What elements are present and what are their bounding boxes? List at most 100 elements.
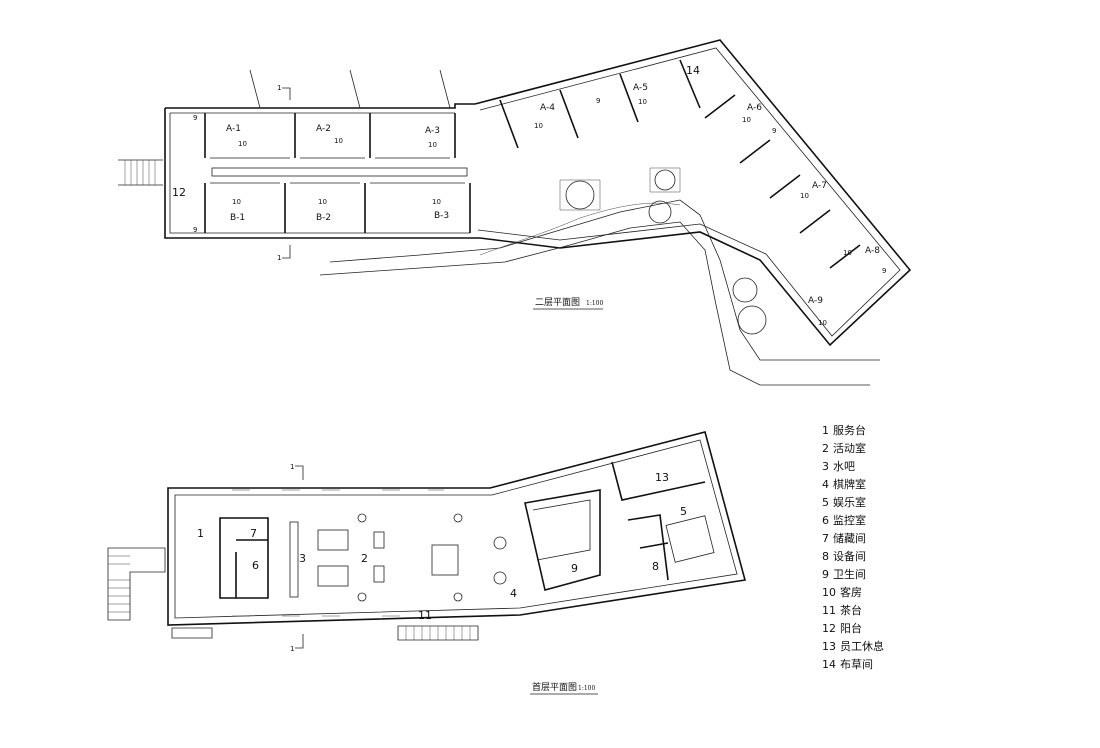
area-number-balcony: 12 [172, 186, 186, 199]
room-label-a8: A-8 [865, 246, 880, 256]
tea-terrace-steps [397, 625, 479, 641]
legend-item-name: 阳台 [840, 622, 862, 635]
legend-item-number: 9 [822, 568, 829, 581]
room-number-guest: 10 [432, 198, 441, 206]
card-table [493, 536, 507, 550]
legend-item: 4 棋牌室 [822, 476, 884, 494]
lounge-set [431, 544, 459, 576]
room-label-a3: A-3 [425, 126, 440, 136]
room-number-guest: 10 [742, 116, 751, 124]
room-label-a6: A-6 [747, 103, 762, 113]
legend-item-number: 10 [822, 586, 836, 599]
legend-item-number: 13 [822, 640, 836, 653]
legend-item: 11 茶台 [822, 602, 884, 620]
legend-item-number: 8 [822, 550, 829, 563]
room-label-a9: A-9 [808, 296, 823, 306]
table [317, 565, 349, 587]
room-number-bath: 9 [193, 114, 197, 122]
legend-item-number: 7 [822, 532, 829, 545]
legend-item-number: 3 [822, 460, 829, 473]
legend-item: 5 娱乐室 [822, 494, 884, 512]
room-number-bath: 9 [596, 97, 600, 105]
legend-item-number: 5 [822, 496, 829, 509]
room-number-guest: 10 [334, 137, 343, 145]
legend-item-name: 设备间 [833, 550, 866, 563]
legend-item-name: 茶台 [840, 604, 862, 617]
entertainment-platform [665, 515, 715, 563]
legend-item-name: 服务台 [833, 424, 866, 437]
legend-item: 1 服务台 [822, 422, 884, 440]
section-marker-upper-north: 1 [277, 84, 291, 100]
legend-item-number: 12 [822, 622, 836, 635]
legend-item: 7 储藏间 [822, 530, 884, 548]
legend-item-name: 水吧 [833, 460, 855, 473]
zone-number-staff-lounge: 13 [655, 471, 669, 484]
sofa [373, 531, 385, 549]
legend-item-name: 客房 [840, 586, 862, 599]
zone-number-entertainment-room: 5 [680, 505, 687, 518]
room-number-guest: 10 [238, 140, 247, 148]
legend-item-name: 娱乐室 [833, 496, 866, 509]
legend-item-name: 储藏间 [833, 532, 866, 545]
legend-item-name: 活动室 [833, 442, 866, 455]
section-marker-ground-south: 1 [290, 634, 304, 653]
legend-item: 2 活动室 [822, 440, 884, 458]
room-label-b1: B-1 [230, 213, 245, 223]
second-floor-plan: 1 1 A-1 A-2 A-3 A-4 A-5 A-6 A-7 A-8 A-9 … [118, 39, 912, 386]
room-label-b3: B-3 [434, 211, 449, 221]
room-number-bath: 9 [882, 267, 886, 275]
zone-number-water-bar: 3 [299, 552, 306, 565]
room-number-guest: 10 [818, 319, 827, 327]
legend-item-number: 2 [822, 442, 829, 455]
legend-item: 14 布草间 [822, 656, 884, 674]
room-number-guest: 10 [232, 198, 241, 206]
corridor-strip [211, 167, 468, 177]
ground-floor-plan: 1 1 1 2 3 4 5 6 7 8 9 11 13 首层平面图 1:100 [107, 431, 747, 695]
legend-item-name: 卫生间 [833, 568, 866, 581]
section-mark-label: 1 [290, 645, 294, 653]
zone-number-tea-table: 11 [418, 609, 432, 622]
legend-item-number: 4 [822, 478, 829, 491]
legend-item-number: 1 [822, 424, 829, 437]
room-number-bath: 9 [772, 127, 776, 135]
section-mark-label: 1 [290, 463, 294, 471]
ground-floor-scale: 1:100 [578, 685, 595, 692]
room-number-guest: 10 [800, 192, 809, 200]
room-number-guest: 10 [638, 98, 647, 106]
room-number-bath: 9 [193, 226, 197, 234]
legend-item-name: 棋牌室 [833, 478, 866, 491]
legend-item-number: 6 [822, 514, 829, 527]
section-mark-label: 1 [277, 84, 281, 92]
room-number-guest: 10 [534, 122, 543, 130]
legend-item: 10 客房 [822, 584, 884, 602]
legend-item-number: 11 [822, 604, 836, 617]
legend-item: 13 员工休息 [822, 638, 884, 656]
ground-floor-caption: 首层平面图 [532, 681, 577, 693]
legend-item: 8 设备间 [822, 548, 884, 566]
zone-number-monitor-room: 6 [252, 559, 259, 572]
legend-item: 6 监控室 [822, 512, 884, 530]
zone-number-chess-room: 4 [510, 587, 517, 600]
zone-number-restroom: 9 [571, 562, 578, 575]
room-label-a5: A-5 [633, 83, 648, 93]
legend-item-name: 监控室 [833, 514, 866, 527]
legend-item-number: 14 [822, 658, 836, 671]
legend-item: 9 卫生间 [822, 566, 884, 584]
legend-item: 12 阳台 [822, 620, 884, 638]
room-number-guest: 10 [428, 141, 437, 149]
card-table [493, 571, 507, 585]
legend-item-name: 员工休息 [840, 640, 884, 653]
legend-item-name: 布草间 [840, 658, 873, 671]
room-label-a1: A-1 [226, 124, 241, 134]
room-number-guest: 10 [318, 198, 327, 206]
water-bar-counter [289, 521, 299, 598]
second-floor-scale: 1:100 [586, 300, 603, 307]
room-label-a7: A-7 [812, 181, 827, 191]
section-mark-label: 1 [277, 254, 281, 262]
second-floor-caption: 二层平面图 [535, 297, 580, 308]
room-number-guest: 10 [843, 249, 852, 257]
room-label-a4: A-4 [540, 103, 555, 113]
room-label-a2: A-2 [316, 124, 331, 134]
